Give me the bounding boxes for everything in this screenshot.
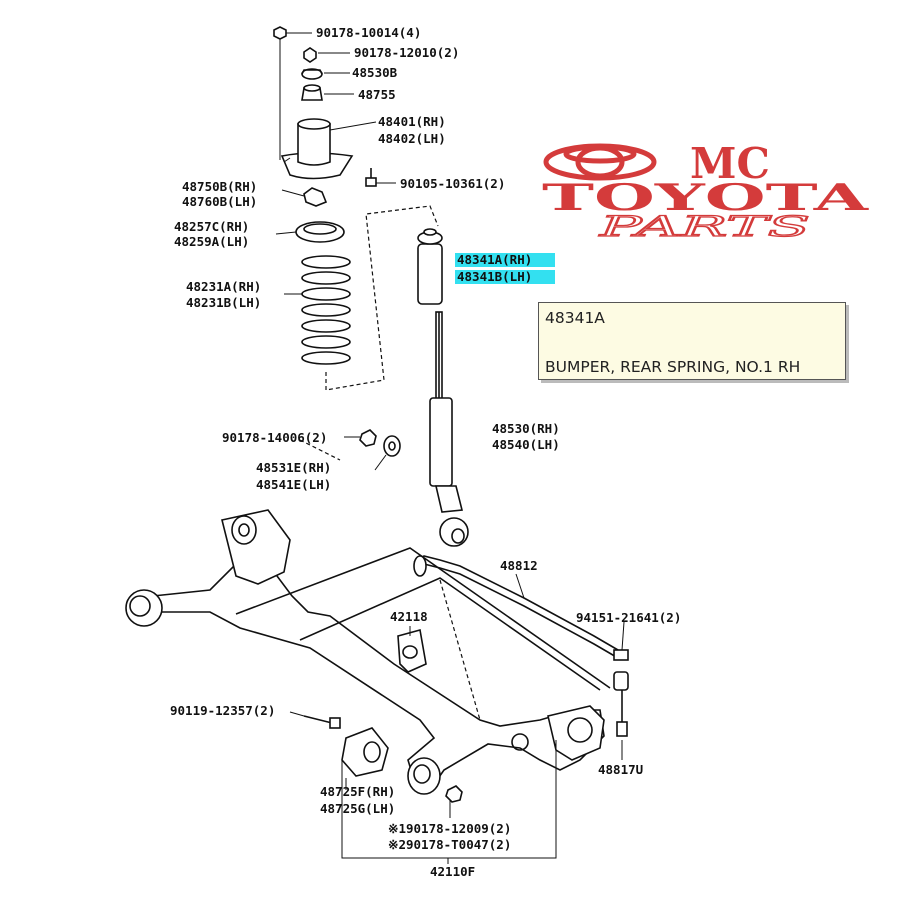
bolt-90119[interactable]	[289, 711, 341, 729]
label-48401[interactable]: 48401(RH)	[378, 114, 446, 129]
label-90105[interactable]: 90105-10361(2)	[400, 176, 505, 191]
label-48402[interactable]: 48402(LH)	[378, 131, 446, 146]
logo-toyota: TOYOTA	[542, 177, 870, 219]
label-48530[interactable]: 48530(RH)	[492, 421, 560, 436]
label-48817u[interactable]: 48817U	[598, 762, 643, 777]
bushing-48725f[interactable]	[341, 727, 389, 777]
shock-absorber-48530[interactable]	[429, 311, 469, 547]
nut-90178-12010[interactable]	[303, 47, 317, 63]
bushing-48755[interactable]	[301, 84, 323, 101]
coil-spring-48231a[interactable]	[301, 255, 351, 365]
retainer-48530b[interactable]	[301, 68, 323, 80]
logo-parts: PARTS	[598, 210, 810, 240]
label-48812[interactable]: 48812	[500, 558, 538, 573]
shock-axis-line	[299, 439, 341, 461]
label-48725g[interactable]: 48725G(LH)	[320, 801, 395, 816]
spring-group-outline	[325, 205, 439, 391]
label-48530b[interactable]: 48530B	[352, 65, 398, 80]
label-90178-10014[interactable]: 90178-10014(4)	[316, 25, 421, 40]
label-48725f[interactable]: 48725F(RH)	[320, 784, 395, 799]
label-42118[interactable]: 42118	[390, 609, 428, 624]
part-tooltip: 48341A BUMPER, REAR SPRING, NO.1 RH	[538, 302, 846, 380]
mc-toyota-logo: MC TOYOTA PARTS	[542, 140, 870, 240]
label-94151[interactable]: 94151-21641(2)	[576, 610, 681, 625]
label-48257c[interactable]: 48257C(RH)	[174, 219, 249, 234]
tooltip-part-number: 48341A	[545, 309, 605, 327]
nut-90178-14006[interactable]	[359, 429, 377, 447]
link-48817u[interactable]	[616, 690, 628, 760]
label-48760b[interactable]: 48760B(LH)	[182, 194, 257, 209]
label-48341b[interactable]: 48341B(LH)	[457, 269, 532, 284]
label-48341a[interactable]: 48341A(RH)	[457, 252, 532, 267]
bushing-42118[interactable]	[397, 628, 427, 673]
label-90178-12009[interactable]: ※190178-12009(2)	[388, 821, 511, 836]
highlight-48341[interactable]: 48341A(RH) 48341B(LH)	[455, 252, 555, 284]
label-48531e[interactable]: 48531E(RH)	[256, 460, 331, 475]
assembly-bracket	[341, 740, 557, 859]
toyota-emblem-icon	[543, 143, 657, 181]
nut-94151[interactable]	[613, 649, 629, 691]
insulator-48257c[interactable]	[295, 221, 345, 243]
tooltip-description: BUMPER, REAR SPRING, NO.1 RH	[545, 358, 801, 376]
label-48540[interactable]: 48540(LH)	[492, 437, 560, 452]
label-90178-12010[interactable]: 90178-12010(2)	[354, 45, 459, 60]
logo-mc: MC	[690, 140, 770, 188]
label-42110f[interactable]: 42110F	[430, 864, 475, 879]
rear-axle-beam-42110f[interactable]	[125, 509, 611, 795]
top-nut[interactable]	[273, 26, 287, 160]
label-48231b[interactable]: 48231B(LH)	[186, 295, 261, 310]
washer-48531e[interactable]	[374, 435, 401, 471]
label-48755[interactable]: 48755	[358, 87, 396, 102]
label-48750b[interactable]: 48750B(RH)	[182, 179, 257, 194]
insulator-48750b[interactable]	[303, 187, 328, 207]
label-48259a[interactable]: 48259A(LH)	[174, 234, 249, 249]
label-48541e[interactable]: 48541E(LH)	[256, 477, 331, 492]
label-48231a[interactable]: 48231A(RH)	[186, 279, 261, 294]
label-90178-t0047[interactable]: ※290178-T0047(2)	[388, 837, 511, 852]
stabilizer-dash	[439, 579, 481, 721]
support-48401[interactable]	[280, 118, 354, 180]
label-90178-14006[interactable]: 90178-14006(2)	[222, 430, 327, 445]
bolt-90105[interactable]	[365, 168, 396, 187]
stabilizer-bar-48812[interactable]	[413, 555, 619, 659]
nut-90178-12009[interactable]	[445, 785, 463, 803]
label-90119[interactable]: 90119-12357(2)	[170, 703, 275, 718]
bumper-48341a[interactable]	[417, 228, 443, 305]
